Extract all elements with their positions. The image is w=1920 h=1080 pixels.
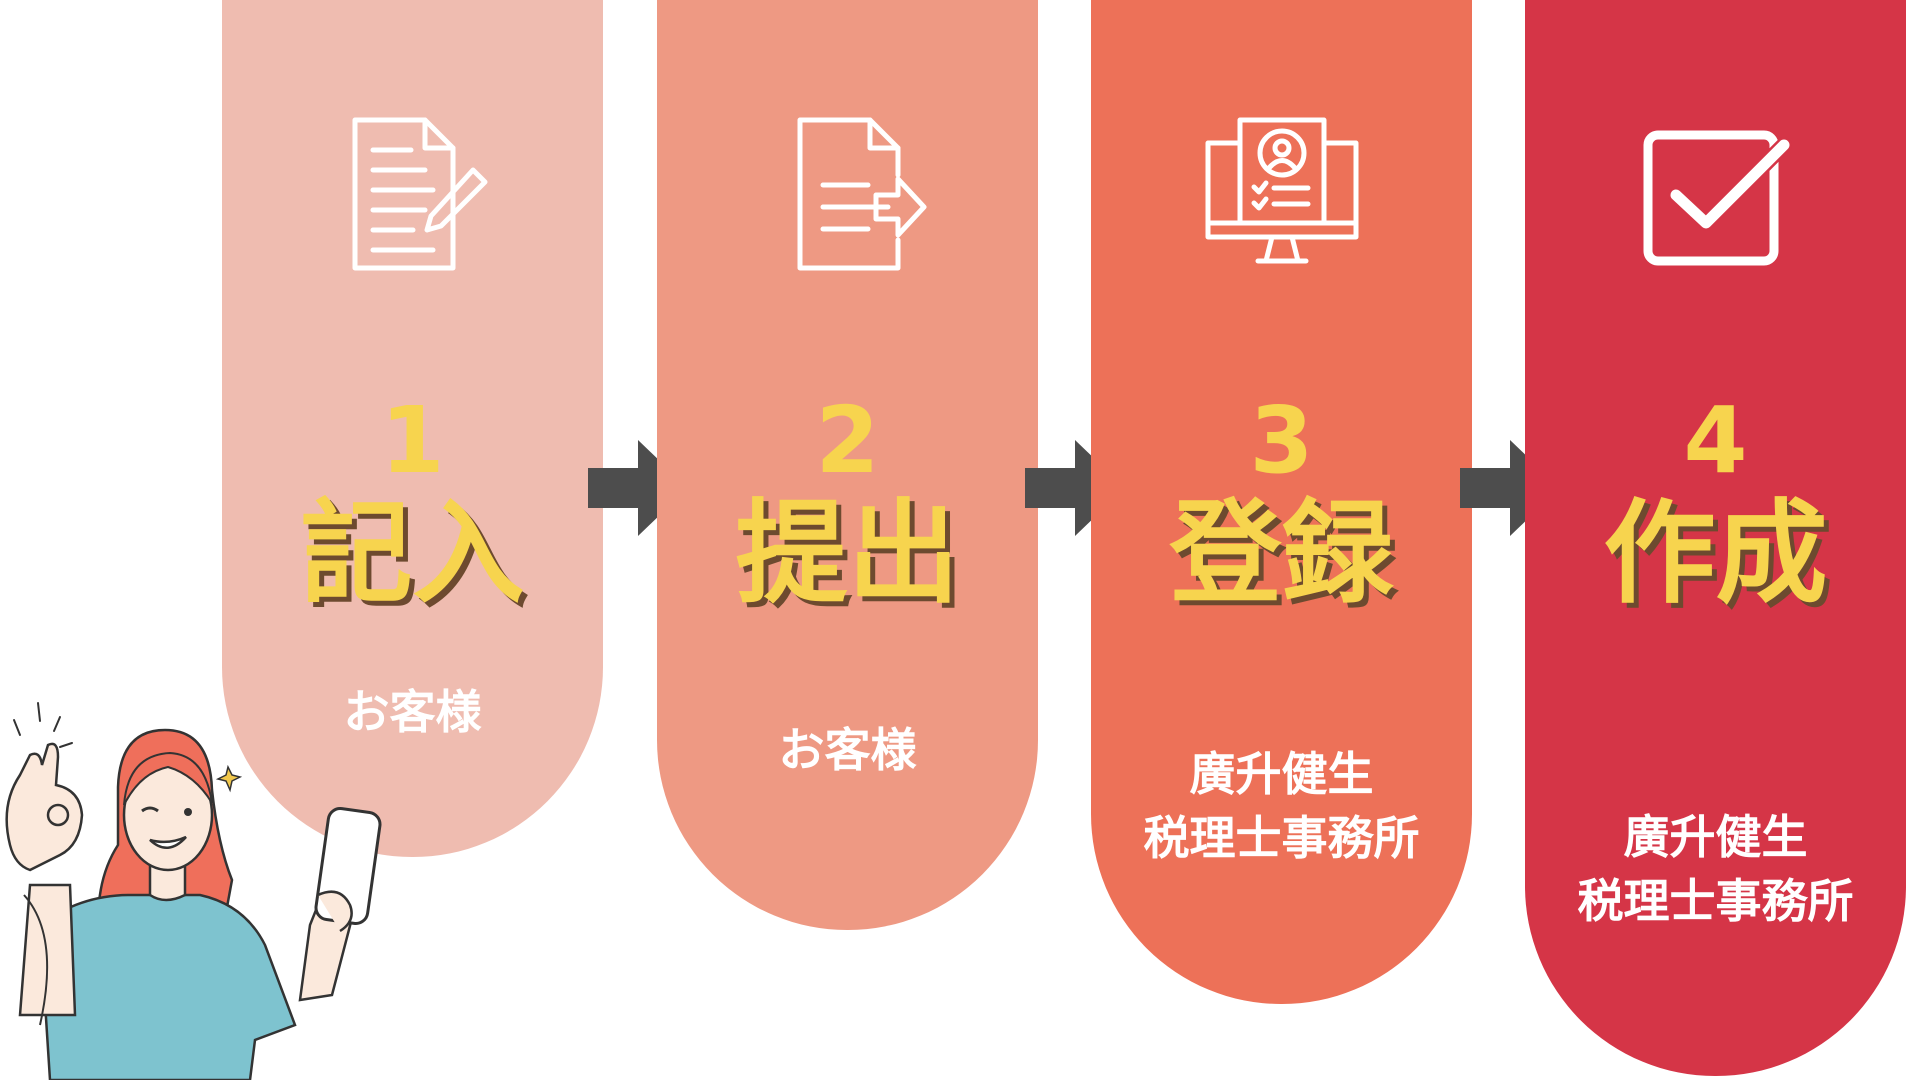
step-actor: お客様 bbox=[343, 685, 482, 739]
computer-profile-icon bbox=[1205, 117, 1358, 264]
document-send-icon bbox=[797, 117, 926, 271]
step-actor: 廣升健生 税理士事務所 bbox=[1143, 747, 1420, 865]
step-4-column: 4 作成 廣升健生 税理士事務所 bbox=[1525, 0, 1906, 1076]
step-actor: お客様 bbox=[778, 723, 917, 777]
step-title: 作成 bbox=[1603, 489, 1828, 619]
step-2-column: 2 提出 お客様 bbox=[657, 0, 1038, 930]
step-title: 記入 bbox=[300, 489, 525, 619]
checkbox-check-icon bbox=[1643, 130, 1792, 266]
document-pencil-icon bbox=[352, 117, 487, 271]
step-title: 提出 bbox=[735, 489, 960, 619]
step-number: 3 bbox=[1249, 387, 1314, 494]
step-actor: 廣升健生 税理士事務所 bbox=[1577, 810, 1854, 928]
step-3-column: 3 登録 廣升健生 税理士事務所 bbox=[1091, 0, 1472, 1004]
step-1-column: 1 記入 お客様 bbox=[222, 0, 603, 857]
step-number: 1 bbox=[380, 387, 445, 494]
step-title: 登録 bbox=[1169, 489, 1394, 619]
step-number: 2 bbox=[815, 387, 880, 494]
step-number: 4 bbox=[1683, 387, 1748, 494]
woman-ok-phone-illustration bbox=[5, 702, 382, 1080]
